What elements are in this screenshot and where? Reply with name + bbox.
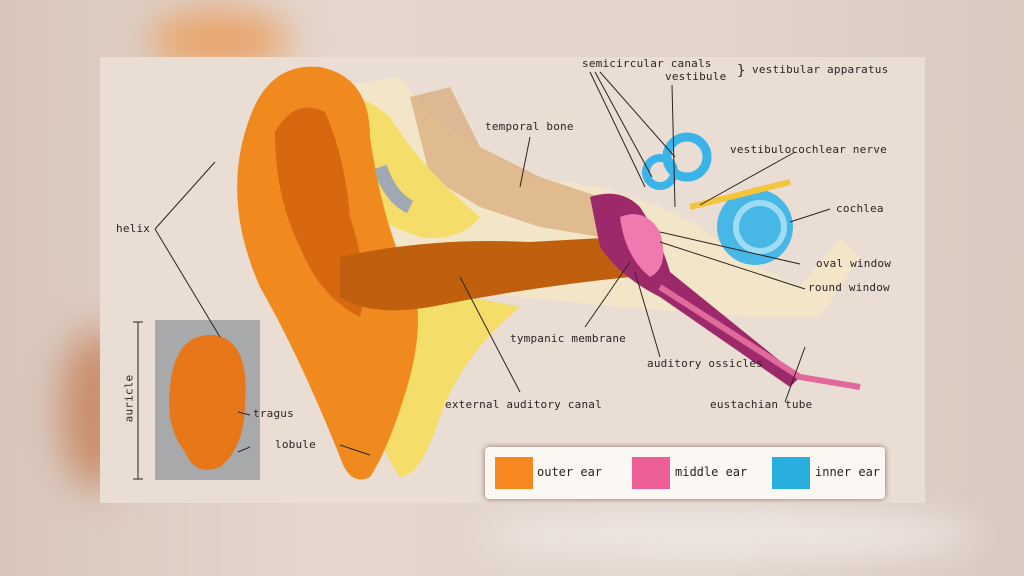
cochlea-spiral [733, 200, 787, 254]
legend-label-outer-ear: outer ear [537, 465, 603, 479]
ear-illustration [133, 66, 861, 480]
label-auditory-ossicles: auditory ossicles [647, 357, 763, 370]
label-vestibule: vestibule [665, 70, 727, 83]
label-tragus: tragus [253, 407, 294, 420]
label-cochlea: cochlea [836, 202, 884, 215]
label-helix: helix [116, 222, 151, 235]
label-auricle: auricle [122, 374, 136, 423]
label-vestibular-apparatus: vestibular apparatus [752, 63, 889, 76]
temporal-bone-spongy [410, 87, 630, 237]
eustachian-tube-shape [658, 284, 861, 390]
label-semicircular-canals: semicircular canals [582, 57, 712, 70]
legend: outer ear middle ear inner ear [485, 447, 885, 499]
label-round-window: round window [808, 281, 890, 294]
label-eustachian-tube: eustachian tube [710, 398, 813, 411]
legend-swatch-outer-ear [495, 457, 533, 489]
label-vestibulocochlear-nerve: vestibulocochlear nerve [730, 143, 887, 156]
brace: } [737, 63, 746, 79]
legend-swatch-middle-ear [632, 457, 670, 489]
ear-anatomy-diagram: semicircular canals vestibule } vestibul… [100, 57, 925, 503]
bone-cavity [373, 164, 414, 214]
label-external-auditory-canal: external auditory canal [445, 398, 602, 411]
label-lobule: lobule [275, 438, 316, 451]
blurred-shape [480, 510, 980, 560]
legend-swatch-inner-ear [772, 457, 810, 489]
leader-lines [133, 71, 831, 480]
label-temporal-bone: temporal bone [485, 120, 574, 133]
inset-auricle [169, 334, 246, 470]
label-oval-window: oval window [816, 257, 892, 270]
label-tympanic-membrane: tympanic membrane [510, 332, 626, 345]
ossicles [620, 214, 664, 277]
legend-label-middle-ear: middle ear [675, 465, 748, 479]
legend-label-inner-ear: inner ear [815, 465, 881, 479]
nerve-shape [689, 179, 791, 210]
ear-canal [340, 237, 630, 311]
